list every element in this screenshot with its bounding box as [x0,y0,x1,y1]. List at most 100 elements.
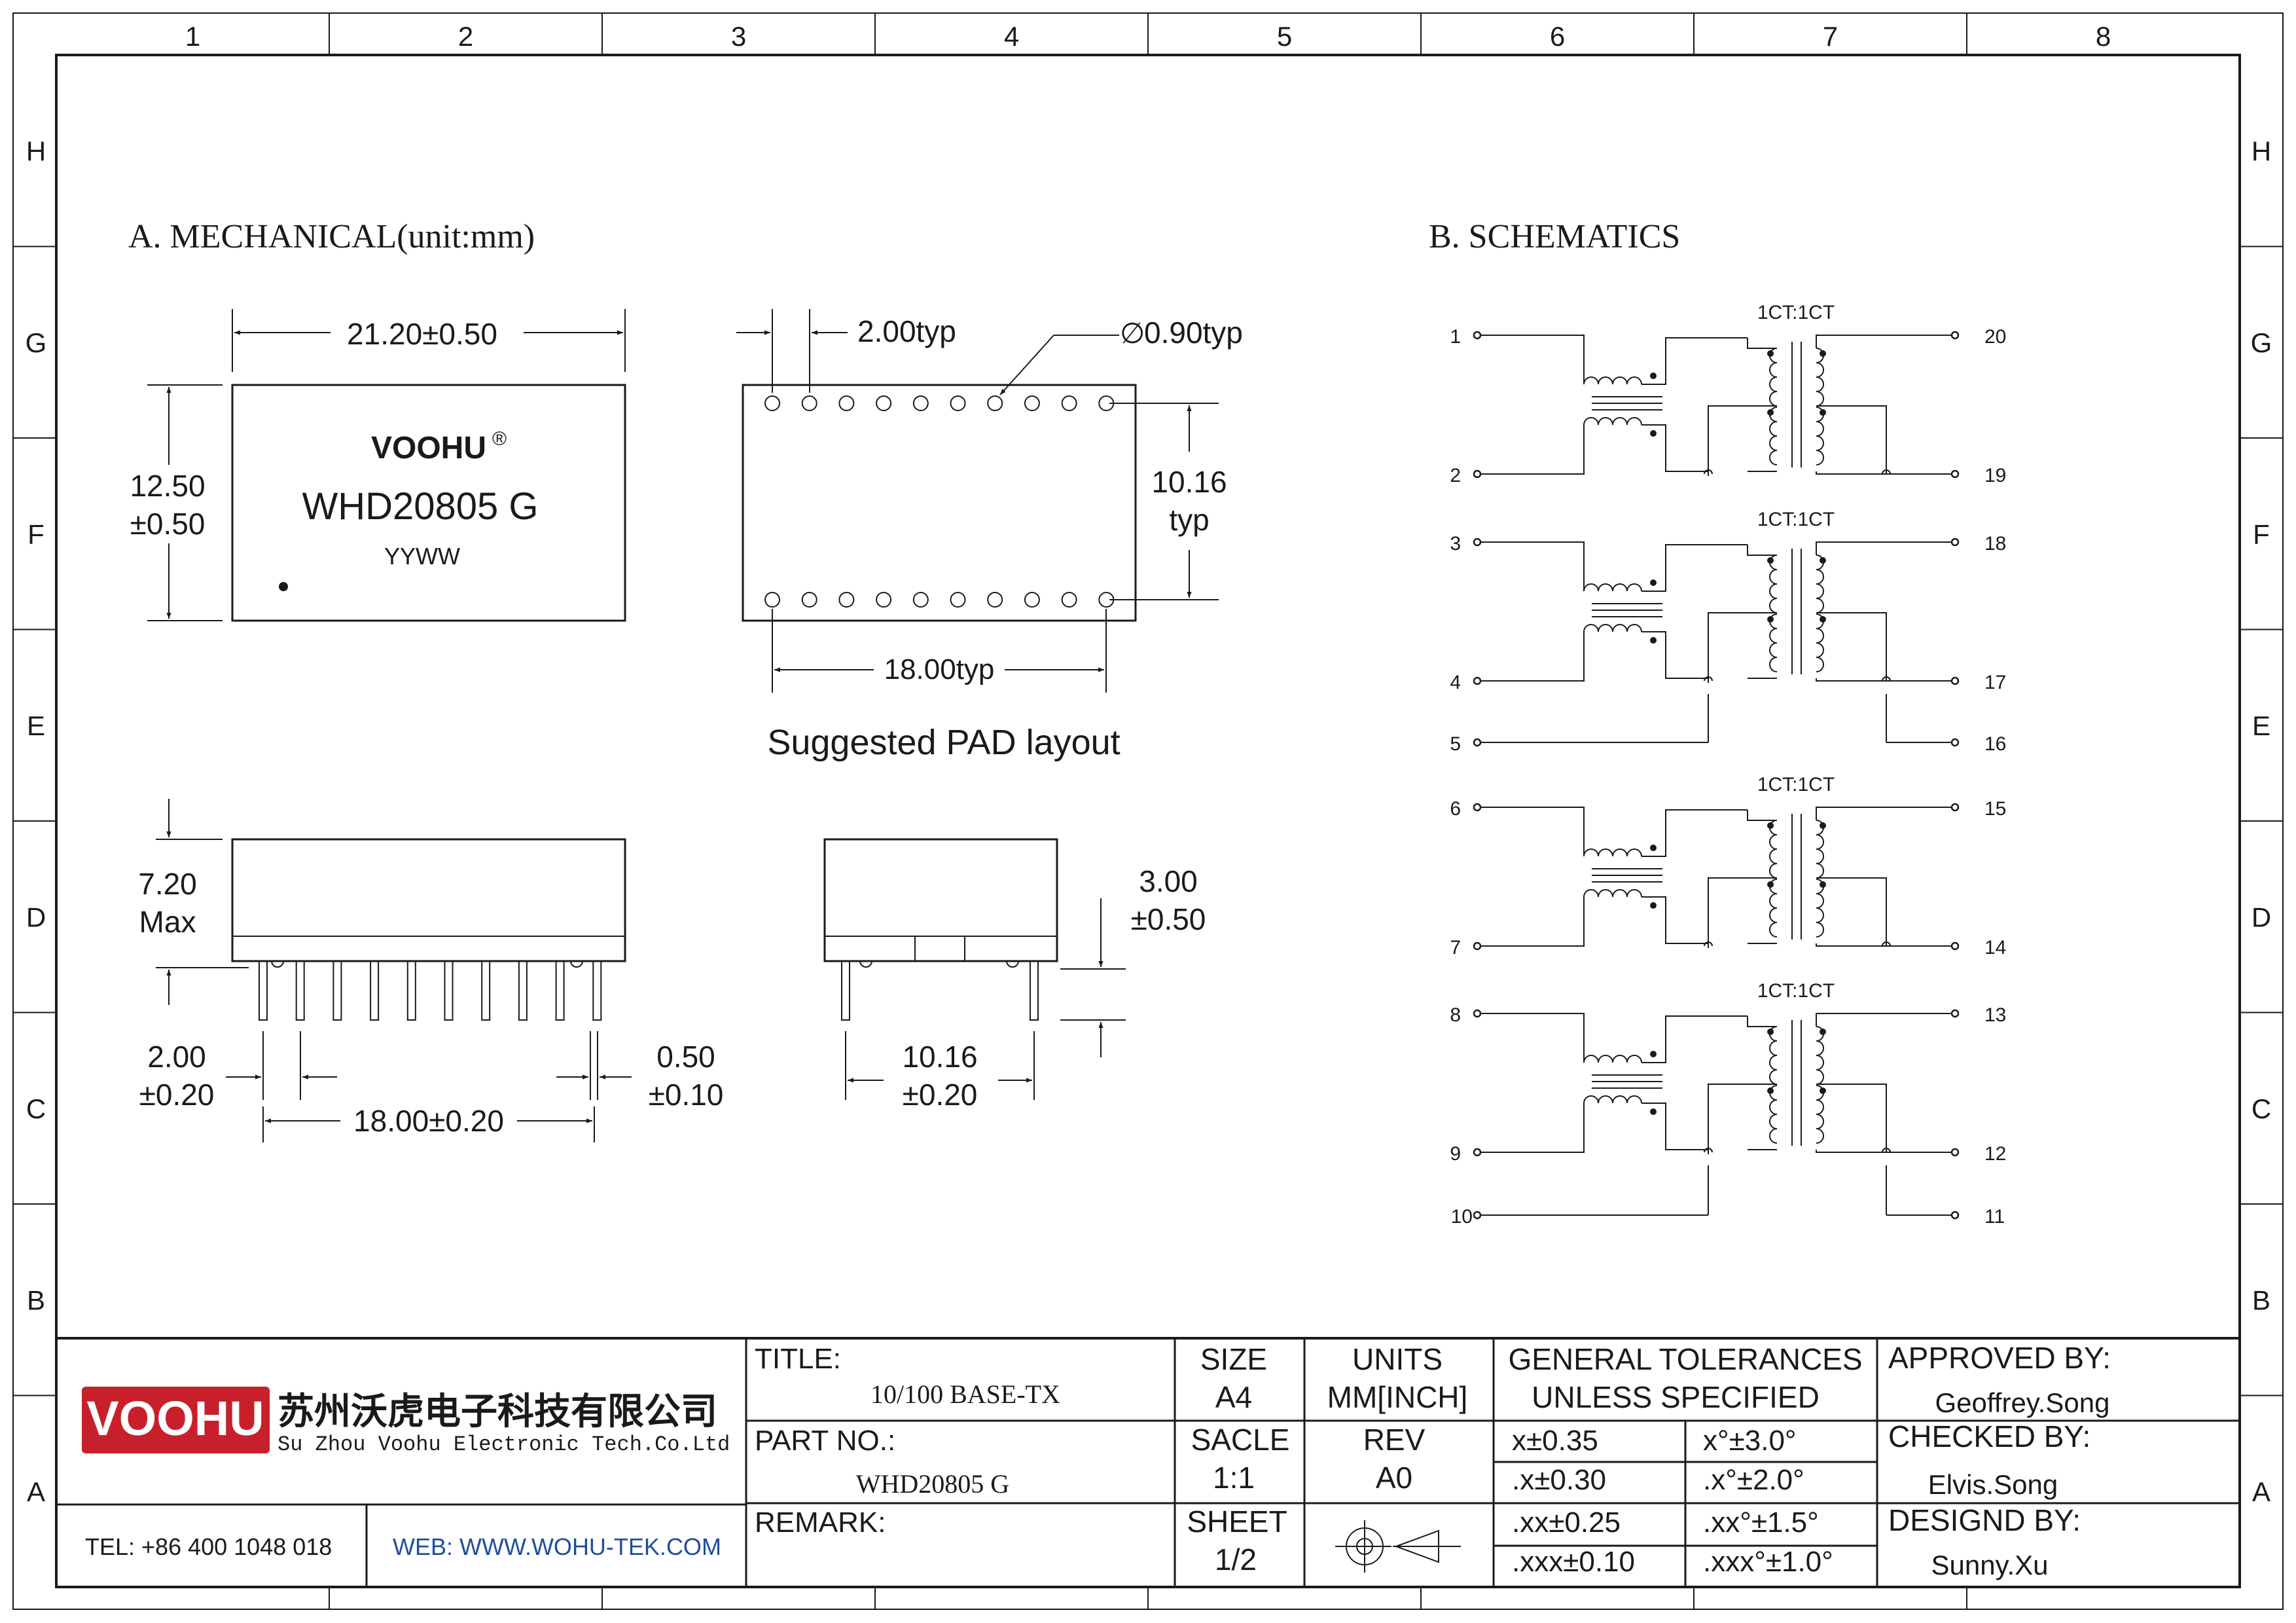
title-label: TITLE: [755,1343,841,1375]
end-row-dim: 10.16 [902,1040,977,1074]
title-value: 10/100 BASE-TX [870,1379,1060,1409]
part-no-value: WHD20805 G [856,1469,1009,1499]
pin-label: 3 [1450,533,1461,555]
tol-angle-1: .x°±2.0° [1703,1464,1804,1496]
mechanical-heading: A. MECHANICAL(unit:mm) [128,218,535,255]
column-label: 7 [1823,21,1838,52]
secondary-winding [1816,1085,1824,1144]
row-label-right: C [2251,1093,2271,1124]
pin-node [1950,941,1960,951]
side-view-body [231,838,626,962]
polarity-dot [1650,373,1657,379]
schematics-section: B. SCHEMATICS 1220191CT:1CT3418171CT:1CT… [1429,218,2006,1228]
pin-label-10: 10 [1451,1206,1473,1228]
pin-width-tol: ±0.10 [649,1078,724,1112]
primary-winding [1769,1026,1778,1085]
primary-winding [1769,407,1778,465]
row-label-right: H [2251,136,2271,166]
side-height-dim: 7.20 [138,867,197,901]
row-label-left: D [26,902,46,932]
choke-winding [1583,624,1642,632]
approved-value: Geoffrey.Song [1935,1387,2110,1418]
rev-value: A0 [1376,1461,1412,1495]
pad-pitch-dim: 2.00typ [857,314,956,348]
pin-node [1950,1148,1960,1157]
approved-label: APPROVED BY: [1888,1341,2111,1375]
pin-node [1950,676,1960,685]
choke-winding [1583,889,1642,898]
polarity-dot [1650,845,1657,851]
pad-hole-dim: 0.90typ [1144,316,1243,350]
diameter-symbol: ∅ [1120,318,1145,350]
part-no-label: PART NO.: [755,1425,895,1457]
choke-winding [1583,583,1642,592]
pad-hole [950,592,966,608]
brand-mark: VOOHU [371,431,486,465]
pad-hole [1024,592,1040,608]
tol-linear-0: x±0.35 [1512,1425,1598,1457]
pad-hole [1061,592,1077,608]
pin-label: 8 [1450,1004,1461,1026]
row-label-right: F [2253,519,2270,549]
pin-label-11: 11 [1984,1206,2005,1228]
primary-winding [1769,1085,1778,1144]
tol-angle-2: .xx°±1.5° [1703,1506,1819,1539]
pin-node [1473,1148,1482,1157]
scale-value: 1:1 [1213,1461,1255,1495]
remark-label: REMARK: [755,1506,886,1539]
company-tel: TEL: +86 400 1048 018 [85,1533,332,1560]
pin-label: 15 [1984,798,2006,820]
row-label-right: B [2252,1285,2270,1315]
side-pin [518,960,528,1021]
ratio-label: 1CT:1CT [1757,980,1835,1002]
rev-label: REV [1363,1423,1426,1457]
pad-hole [764,395,780,411]
top-view: VOOHU ® WHD20805 G YYWW 21.20±0.50 12.50… [130,309,626,622]
pad-hole [912,395,929,411]
top-view-outline [231,384,626,622]
pin-label: 14 [1984,937,2006,958]
pad-hole [1061,395,1077,411]
polarity-dot [1650,1108,1657,1115]
mechanical-section: A. MECHANICAL(unit:mm) VOOHU ® WHD20805 … [128,218,1243,1142]
units-label: UNITS [1352,1342,1443,1376]
row-label-right: A [2252,1476,2270,1507]
sheet-label: SHEET [1187,1504,1287,1539]
ratio-label: 1CT:1CT [1757,509,1835,530]
column-label: 4 [1004,21,1019,52]
pad-hole [876,592,892,608]
pin-node [1950,538,1960,547]
pin-label: 4 [1450,672,1461,693]
secondary-winding [1816,1026,1824,1085]
row-label-left: F [27,519,45,549]
row-label-left: C [26,1093,46,1124]
pin-10-node [1473,1211,1482,1220]
side-height-max: Max [139,905,196,939]
side-pin [406,960,416,1021]
polarity-dot [1650,1051,1657,1057]
pin-node [1473,1009,1482,1018]
primary-winding [1769,555,1778,613]
tol-angle-3: .xxx°±1.0° [1703,1546,1833,1578]
datecode-marking: YYWW [384,543,460,570]
scale-label: SACLE [1191,1423,1290,1457]
secondary-winding [1816,407,1824,465]
pin-label: 17 [1984,672,2006,693]
side-pin [444,960,454,1021]
row-label-right: G [2251,327,2272,358]
column-label: 5 [1277,21,1292,52]
side-pitch-tol: ±0.20 [139,1078,215,1112]
secondary-winding [1816,879,1824,938]
pin-label: 18 [1984,533,2006,555]
primary-winding [1769,879,1778,938]
column-label: 1 [185,21,200,52]
title-block: VOOHU 苏州沃虎电子科技有限公司 Su Zhou Voohu Electro… [56,1337,2240,1587]
pin-node [1473,676,1482,685]
row-label-left: B [27,1285,45,1315]
side-span-dim: 18.00±0.20 [353,1104,504,1138]
side-view: 7.20 Max 2.00 ±0.20 0.50 ±0.10 18.00±0.2… [138,799,723,1142]
end-row-tol: ±0.20 [903,1078,978,1112]
